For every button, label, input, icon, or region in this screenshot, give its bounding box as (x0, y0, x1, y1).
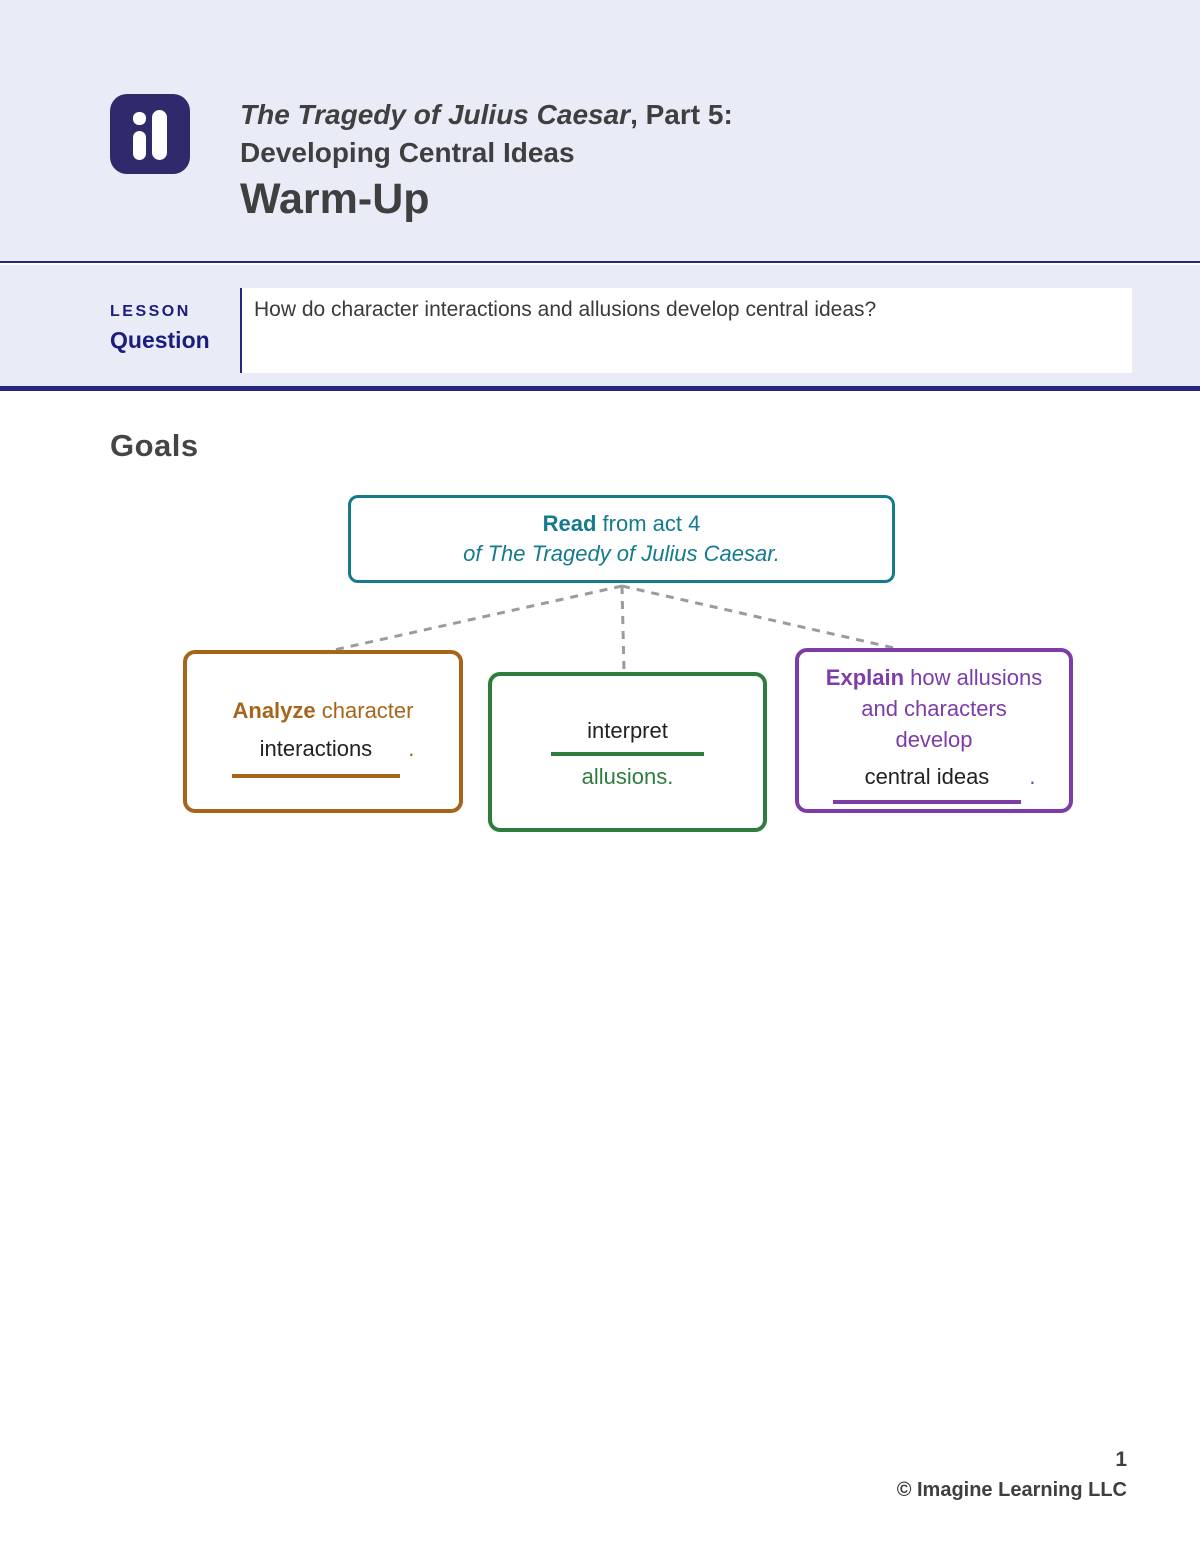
lesson-label-top: LESSON (110, 303, 191, 320)
explain-box-line2: and characters (861, 696, 1007, 721)
logo-i-stem (133, 131, 146, 160)
page-type-heading: Warm-Up (240, 175, 430, 223)
lesson-question-text: How do character interactions and allusi… (254, 298, 877, 321)
explain-box-verb: Explain (825, 665, 905, 690)
lesson-question-box: How do character interactions and allusi… (240, 288, 1132, 373)
lesson-title-book: The Tragedy of Julius Caesar (240, 99, 631, 130)
explain-box-period: . (1029, 764, 1036, 789)
interpret-box-line2: allusions. (581, 764, 674, 789)
explain-box-blank: central ideas (832, 761, 1022, 804)
title-block: The Tragedy of Julius Caesar, Part 5: De… (240, 96, 1140, 224)
read-box-line1: Read from act 4 (351, 509, 892, 539)
analyze-box-verb: Analyze (232, 698, 316, 723)
analyze-box-blank: interactions (231, 734, 401, 778)
lesson-subtitle: Developing Central Ideas (240, 137, 575, 168)
lesson-title: The Tragedy of Julius Caesar, Part 5: (240, 96, 1140, 134)
explain-box-line1-rest: how allusions (904, 665, 1043, 690)
goal-box-explain: Explain how allusions and characters dev… (795, 648, 1073, 813)
read-box-line2: of The Tragedy of Julius Caesar. (351, 539, 892, 569)
goal-box-analyze: Analyze character interactions. (183, 650, 463, 813)
logo-i-dot (133, 112, 146, 125)
analyze-box-line1: Analyze character (187, 696, 459, 726)
page-number: 1 (1115, 1448, 1127, 1471)
goals-heading: Goals (110, 428, 199, 463)
goal-box-interpret: interpret allusions. (488, 672, 767, 832)
explain-box-line3: develop (895, 727, 973, 752)
analyze-box-period: . (408, 736, 415, 761)
read-box-line1-rest: from act 4 (596, 511, 701, 536)
header-band: The Tragedy of Julius Caesar, Part 5: De… (0, 0, 1200, 263)
explain-box-line1: Explain how allusions (799, 662, 1069, 693)
lesson-question-label: LESSON Question (110, 303, 230, 354)
lesson-question-band: LESSON Question How do character interac… (0, 265, 1200, 391)
analyze-box-line1-rest: character (315, 698, 414, 723)
interpret-box-blank: interpret (551, 716, 704, 756)
interpret-box-line1: interpret (492, 716, 763, 756)
explain-box-line4: central ideas. (799, 755, 1069, 804)
analyze-box-line2: interactions. (187, 734, 459, 778)
logo-l-stem (152, 110, 167, 160)
footer: 1 © Imagine Learning LLC (897, 1448, 1127, 1502)
copyright-notice: © Imagine Learning LLC (896, 1479, 1127, 1501)
imagine-learning-logo-icon (110, 94, 190, 174)
read-box-book-title: of The Tragedy of Julius Caesar. (463, 541, 780, 566)
goal-box-read: Read from act 4 of The Tragedy of Julius… (348, 495, 895, 583)
lesson-title-part: , Part 5: (630, 99, 733, 130)
read-box-verb: Read (542, 511, 597, 536)
lesson-label-bottom: Question (110, 327, 210, 353)
